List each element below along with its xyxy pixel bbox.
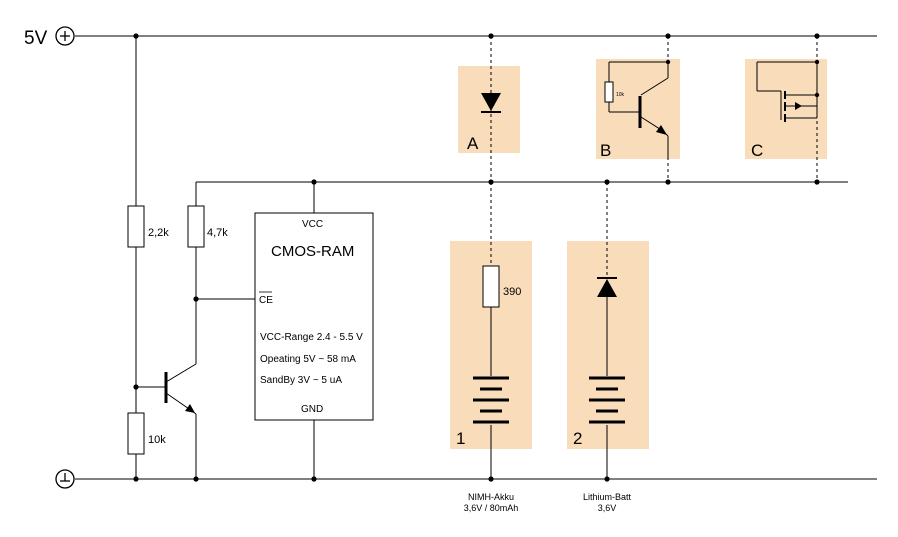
junction-dots: [133, 33, 820, 482]
nimh-caption-name: NIMH-Akku: [468, 492, 514, 502]
vcc-plus-icon: [55, 26, 75, 46]
lithium-caption-spec: 3,6V: [598, 503, 617, 513]
option-b-label: B: [600, 141, 611, 160]
chip-vcc-pin: VCC: [302, 219, 323, 230]
option-b-box: [596, 59, 680, 159]
resistor-2k2: [127, 205, 145, 248]
resistor-b-small: [604, 81, 614, 103]
lithium-diode-icon: [597, 277, 617, 297]
lithium-caption-name: Lithium-Batt: [583, 492, 632, 502]
option-2-box: [567, 241, 649, 449]
bias-divider: [127, 36, 165, 479]
lithium-battery-icon: [589, 376, 625, 424]
option-1-label: 1: [456, 429, 465, 448]
option-a-label: A: [467, 134, 479, 153]
resistor-10k: [127, 412, 145, 455]
chip-ce-pin: CE: [259, 295, 273, 306]
cmos-ram-chip: [254, 182, 374, 479]
option-c-label: C: [751, 141, 763, 160]
chip-operating-current: Opeating 5V ~ 58 mA: [260, 354, 356, 365]
resistor-390: [482, 265, 500, 308]
resistor-2k2-label: 2,2k: [148, 227, 169, 239]
diode-a-icon: [481, 93, 501, 113]
transistor-emitter-arrow: [185, 404, 195, 413]
ground-icon: [55, 469, 75, 489]
resistor-4k7-label: 4,7k: [207, 227, 228, 239]
option-2-label: 2: [573, 429, 582, 448]
chip-standby-current: SandBy 3V ~ 5 uA: [260, 375, 342, 386]
vcc-label: 5V: [24, 28, 48, 49]
resistor-10k-label: 10k: [148, 434, 166, 446]
pnp-emitter-arrow: [656, 125, 667, 135]
npn-transistor-icon: [164, 363, 197, 479]
resistor-4k7: [187, 205, 205, 248]
option-a-box: [458, 66, 520, 153]
resistor-390-label: 390: [503, 286, 521, 298]
nimh-battery-icon: [473, 376, 509, 424]
ce-pullup: [187, 182, 255, 364]
nimh-branch: [482, 265, 500, 479]
rails: [75, 35, 877, 480]
resistor-b-label: 10k: [616, 92, 625, 98]
mosfet-arrow: [795, 102, 802, 110]
nimh-caption-spec: 3,6V / 80mAh: [464, 503, 519, 513]
chip-vcc-range: VCC-Range 2.4 - 5.5 V: [260, 332, 363, 343]
chip-title: CMOS-RAM: [271, 243, 354, 260]
chip-gnd-pin: GND: [301, 404, 323, 415]
pnp-transistor-b-icon: [604, 61, 669, 157]
